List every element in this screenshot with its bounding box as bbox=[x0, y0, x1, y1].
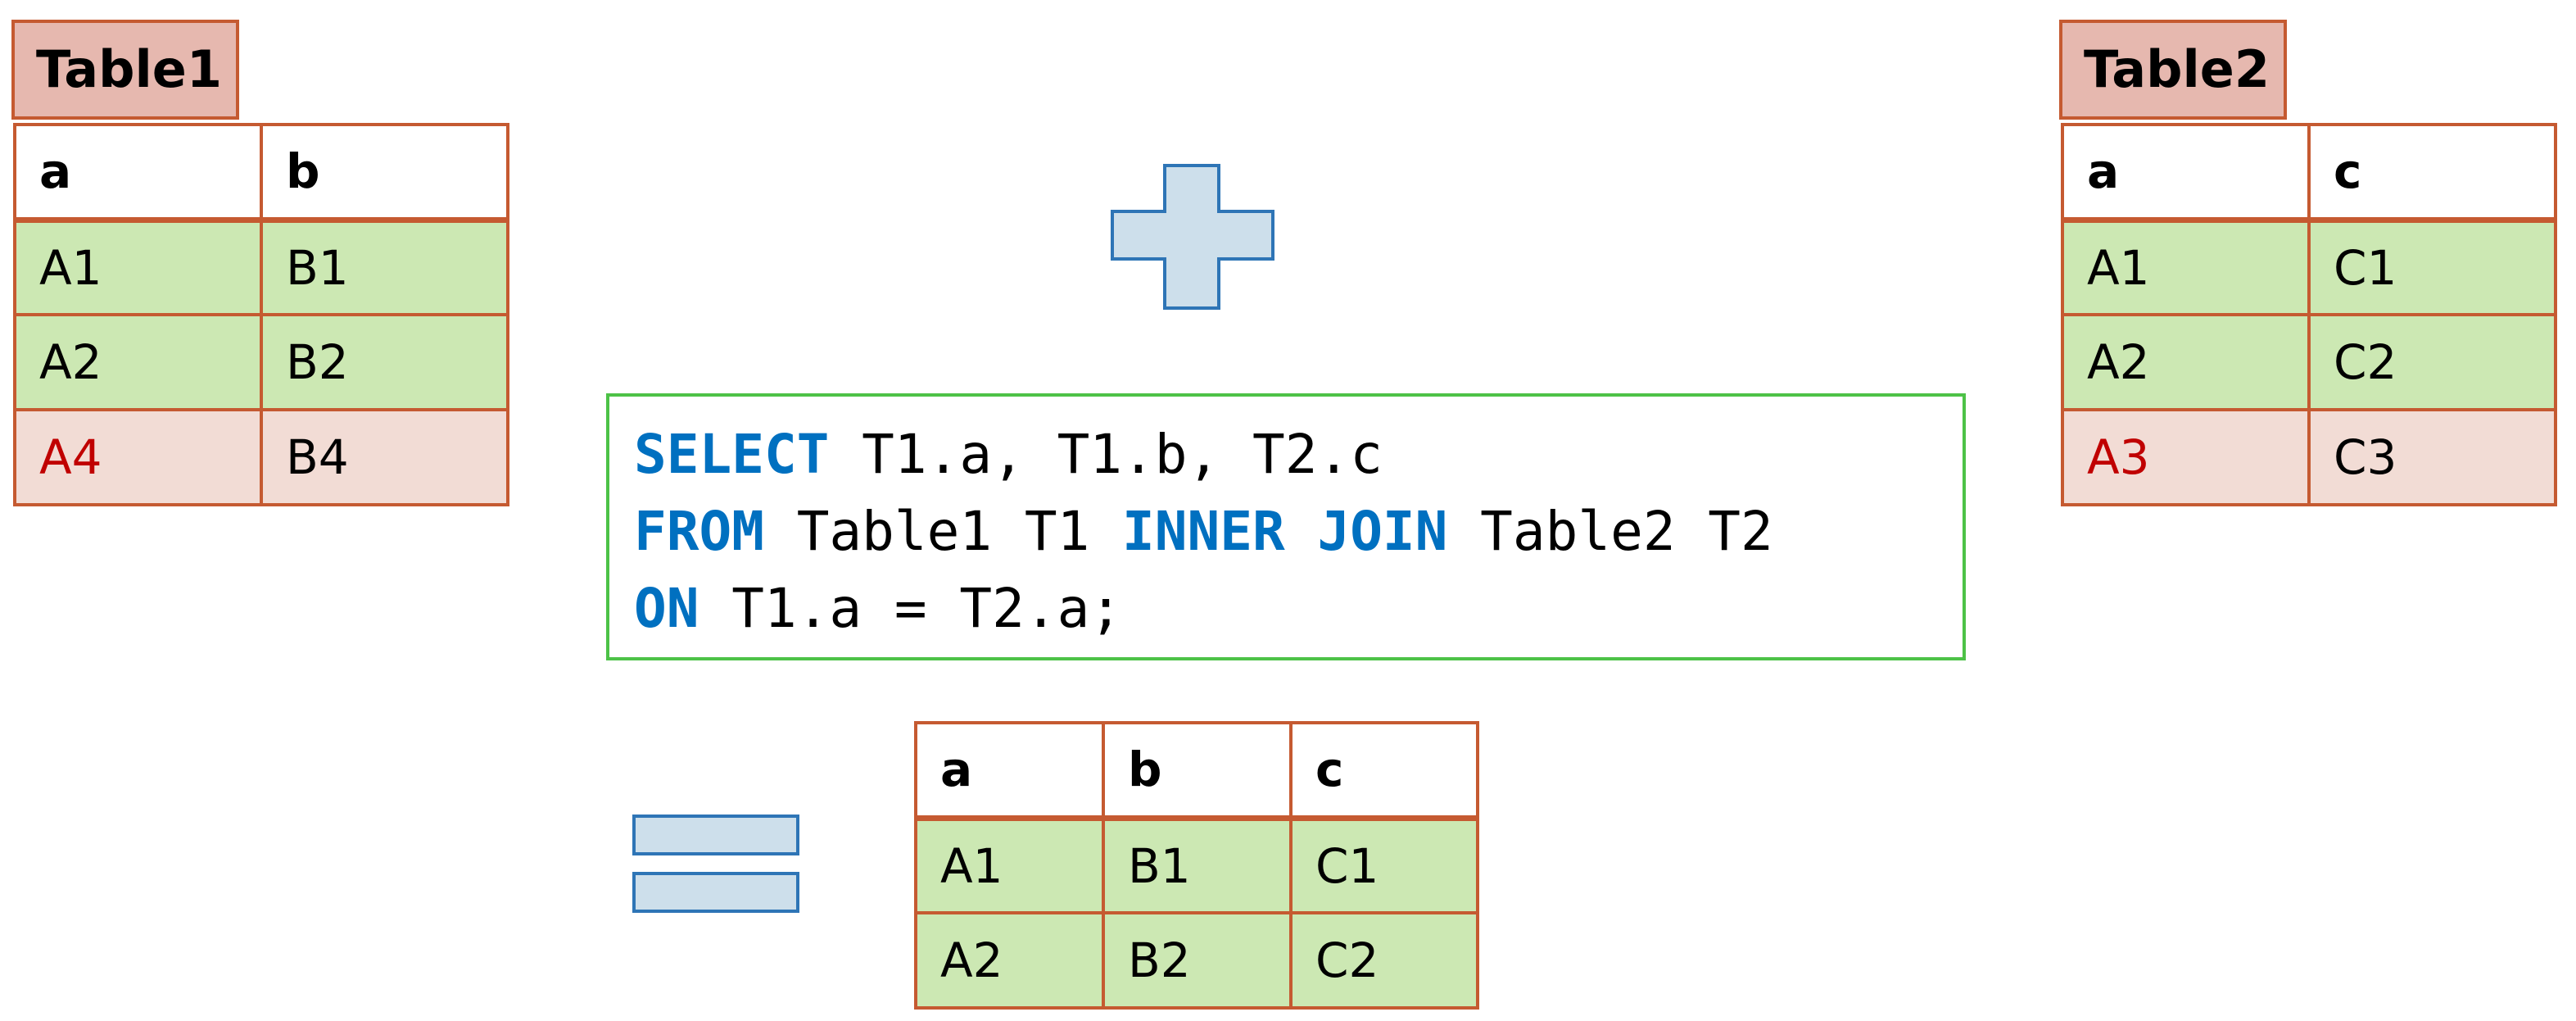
table1-header-a: a bbox=[13, 123, 263, 223]
table2-title: Table2 bbox=[2059, 20, 2287, 120]
result-cell-c: C2 bbox=[1289, 911, 1479, 1010]
result-table: a b c A1 B1 C1 A2 B2 C2 bbox=[914, 721, 1479, 1010]
result-row: A2 B2 C2 bbox=[914, 911, 1479, 1010]
table2-cell-a: A2 bbox=[2061, 313, 2311, 411]
table1-cell-b: B1 bbox=[260, 218, 509, 316]
table2-cell-c: C1 bbox=[2307, 218, 2557, 316]
sql-keyword-select: SELECT bbox=[634, 423, 830, 486]
table1: a b A1 B1 A2 B2 A4 B4 bbox=[13, 123, 509, 506]
table1-cell-b: B2 bbox=[260, 313, 509, 411]
table2-header-c: c bbox=[2307, 123, 2557, 223]
sql-line-select: SELECT T1.a, T1.b, T2.c bbox=[634, 416, 1963, 493]
result-cell-b: B2 bbox=[1102, 911, 1293, 1010]
table1-row: A1 B1 bbox=[13, 218, 509, 316]
result-cell-a: A2 bbox=[914, 911, 1105, 1010]
table1-header-row: a b bbox=[13, 123, 509, 223]
sql-keyword-from: FROM bbox=[634, 500, 764, 563]
table1-row: A2 B2 bbox=[13, 313, 509, 411]
equals-icon bbox=[632, 815, 799, 913]
result-header-row: a b c bbox=[914, 721, 1479, 821]
plus-icon bbox=[1111, 164, 1274, 310]
sql-line-from: FROM Table1 T1 INNER JOIN Table2 T2 bbox=[634, 493, 1963, 570]
table1-cell-a-unmatched: A4 bbox=[13, 408, 263, 506]
sql-keyword-inner-join: INNER JOIN bbox=[1122, 500, 1448, 563]
table2-row-unmatched: A3 C3 bbox=[2061, 408, 2557, 506]
table1-title: Table1 bbox=[11, 20, 239, 120]
result-row: A1 B1 C1 bbox=[914, 816, 1479, 914]
table1-cell-b: B4 bbox=[260, 408, 509, 506]
sql-keyword-on: ON bbox=[634, 577, 699, 640]
table1-row-unmatched: A4 B4 bbox=[13, 408, 509, 506]
table2-row: A1 C1 bbox=[2061, 218, 2557, 316]
table2-cell-a-unmatched: A3 bbox=[2061, 408, 2311, 506]
result-header-c: c bbox=[1289, 721, 1479, 821]
result-cell-c: C1 bbox=[1289, 816, 1479, 914]
result-cell-b: B1 bbox=[1102, 816, 1293, 914]
table2-row: A2 C2 bbox=[2061, 313, 2557, 411]
table2: a c A1 C1 A2 C2 A3 C3 bbox=[2061, 123, 2557, 506]
sql-join-table: Table2 T2 bbox=[1447, 500, 1773, 563]
table2-cell-a: A1 bbox=[2061, 218, 2311, 316]
result-header-b: b bbox=[1102, 721, 1293, 821]
table1-header-b: b bbox=[260, 123, 509, 223]
table2-cell-c: C3 bbox=[2307, 408, 2557, 506]
result-cell-a: A1 bbox=[914, 816, 1105, 914]
table2-header-row: a c bbox=[2061, 123, 2557, 223]
sql-from-table: Table1 T1 bbox=[763, 500, 1123, 563]
table2-cell-c: C2 bbox=[2307, 313, 2557, 411]
sql-join-condition: T1.a = T2.a; bbox=[699, 577, 1123, 640]
result-header-a: a bbox=[914, 721, 1105, 821]
table1-cell-a: A2 bbox=[13, 313, 263, 411]
table1-cell-a: A1 bbox=[13, 218, 263, 316]
sql-line-on: ON T1.a = T2.a; bbox=[634, 570, 1963, 647]
sql-select-list: T1.a, T1.b, T2.c bbox=[829, 423, 1383, 486]
table2-header-a: a bbox=[2061, 123, 2311, 223]
